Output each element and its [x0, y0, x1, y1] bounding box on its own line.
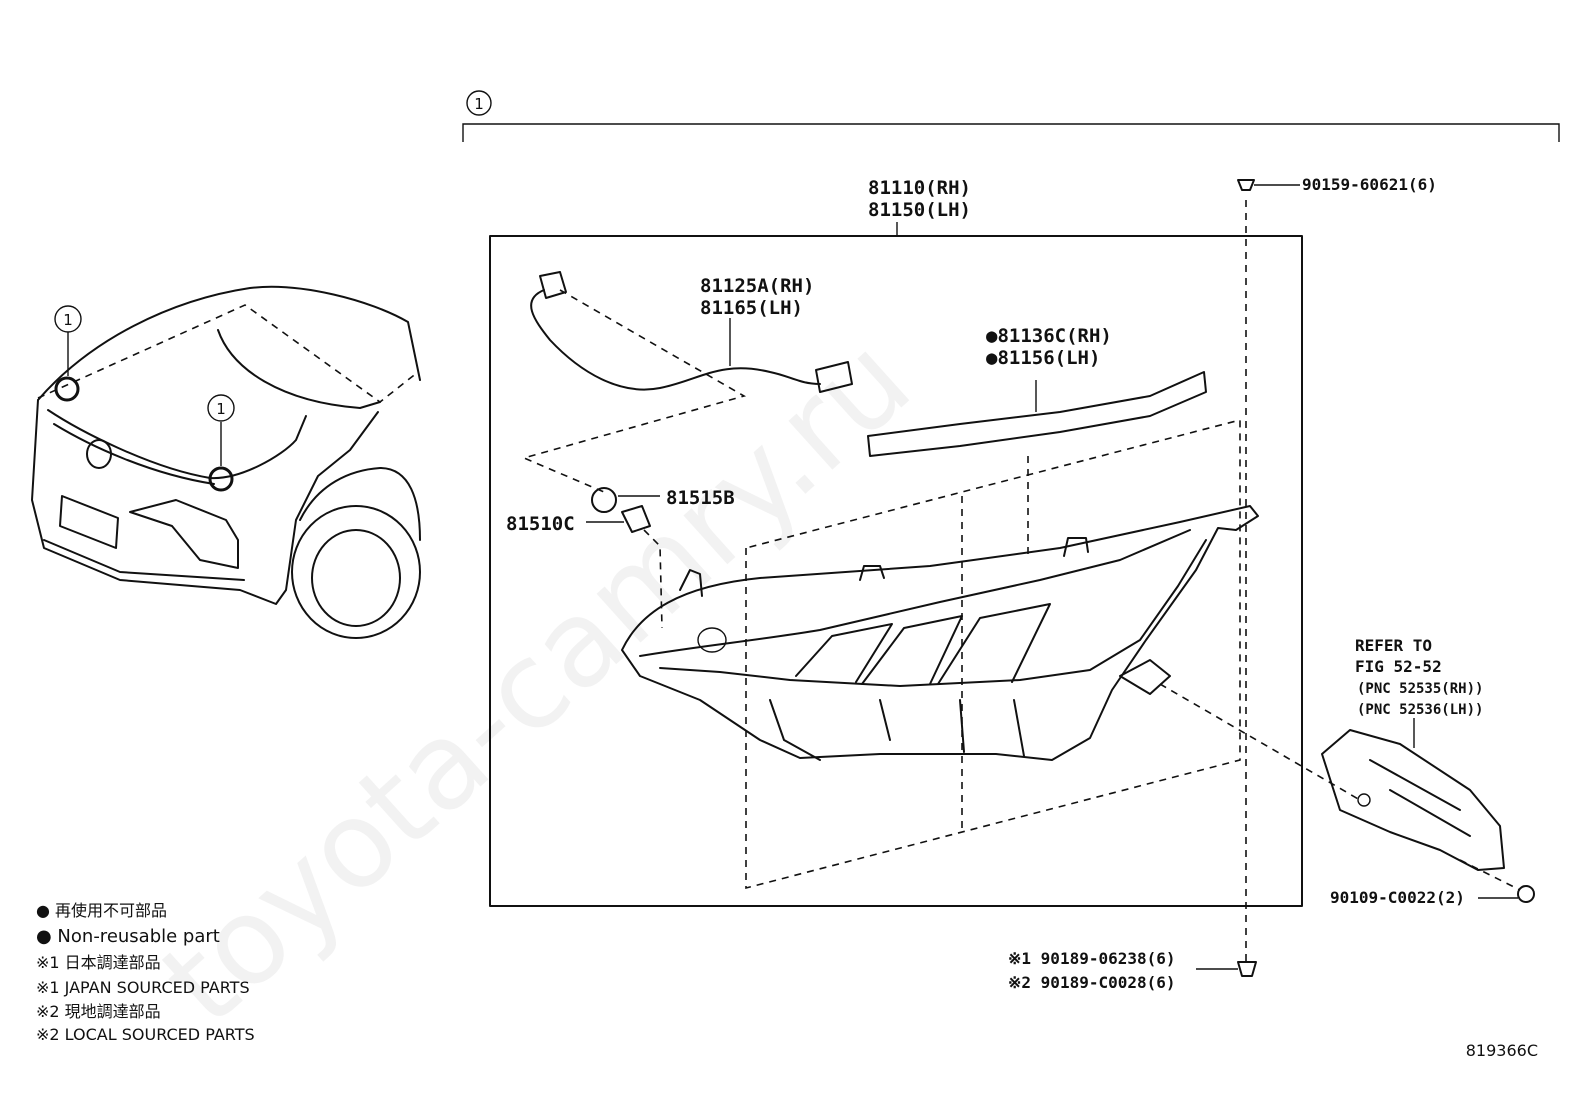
vehicle-front-view: 1 1 [31, 285, 421, 639]
headlamp-unit [621, 505, 1259, 761]
callout-label-car-left: 1 [63, 311, 73, 329]
wire-harness [530, 271, 853, 393]
screw-top [1237, 179, 1300, 191]
label-wire-rh: 81125A(RH) [700, 275, 814, 297]
headlamp-assembly-box [489, 222, 1303, 907]
clip-bottom [1196, 961, 1257, 977]
legend-line-6: ※2 LOCAL SOURCED PARTS [36, 1025, 255, 1044]
refer-line-3: (PNC 52535(RH)) [1357, 681, 1483, 697]
label-gasket-rh: ●81136C(RH) [986, 325, 1112, 347]
label-socket: 81515B [666, 487, 735, 509]
legend-line-5: ※2 現地調達部品 [36, 1002, 161, 1021]
refer-line-1: REFER TO [1355, 636, 1432, 655]
legend: ● 再使用不可部品 ● Non-reusable part ※1 日本調達部品 … [36, 901, 255, 1044]
legend-line-1: ● 再使用不可部品 [36, 901, 167, 920]
refer-line-2: FIG 52-52 [1355, 657, 1442, 676]
callout-label-top: 1 [474, 95, 484, 113]
label-bracket-bolt: 90109-C0022(2) [1330, 888, 1465, 907]
label-clip-2: ※2 90189-C0028(6) [1008, 973, 1176, 992]
legend-line-3: ※1 日本調達部品 [36, 953, 161, 972]
guide-lines [521, 200, 1521, 962]
label-bulb: 81510C [506, 513, 575, 535]
bulb-socket [586, 487, 660, 533]
gasket-strip [867, 371, 1207, 457]
legend-line-4: ※1 JAPAN SOURCED PARTS [36, 978, 250, 997]
refer-line-4: (PNC 52536(LH)) [1357, 702, 1483, 718]
side-bracket [1321, 718, 1535, 903]
figure-code: 819366C [1466, 1041, 1538, 1060]
label-wire-lh: 81165(LH) [700, 297, 803, 319]
legend-line-2: ● Non-reusable part [36, 926, 220, 947]
label-headlamp-lh: 81150(LH) [868, 199, 971, 221]
label-gasket-lh: ●81156(LH) [986, 347, 1100, 369]
label-screw-top: 90159-60621(6) [1302, 175, 1437, 194]
callout-label-car-right: 1 [216, 400, 226, 418]
label-clip-1: ※1 90189-06238(6) [1008, 949, 1176, 968]
assembly-bracket: 1 [462, 90, 1560, 142]
label-headlamp-rh: 81110(RH) [868, 177, 971, 199]
